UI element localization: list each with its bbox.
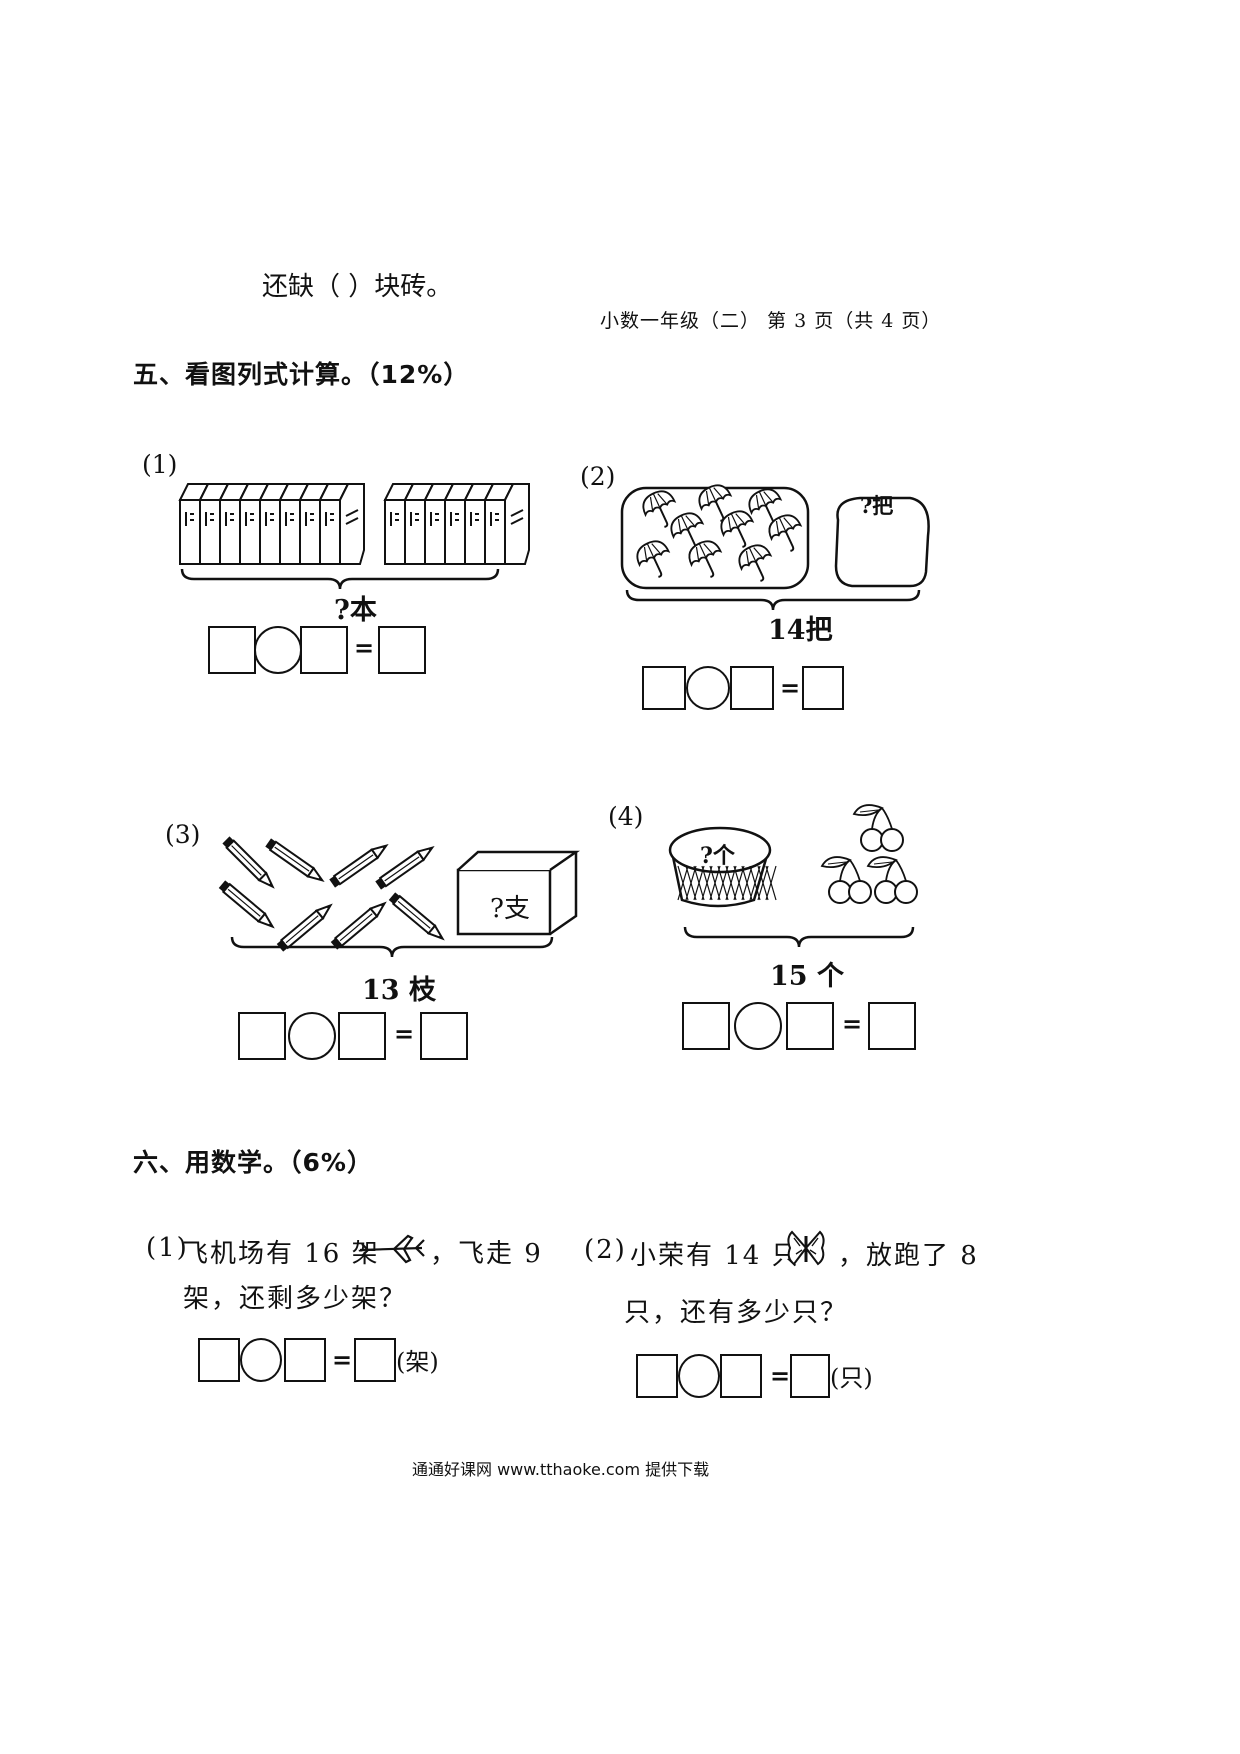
answer-box[interactable] [354,1338,396,1382]
answer-box[interactable] [720,1354,762,1398]
umbrella-icon [636,484,803,582]
pencils-illustration [218,836,581,952]
umbrella-icon [636,540,671,578]
answer-box[interactable] [238,1012,286,1060]
problem-2-caption: 14把 [768,615,833,646]
word-problem-1-equation: = (架) [198,1338,458,1390]
section-6-title: 六、用数学。（6%） [133,1148,373,1177]
umbrellas-brace [625,589,921,611]
umbrella-icon [688,540,723,578]
pencil-icon [329,843,389,888]
pencil-icon [222,836,275,889]
problem-3-equation: = [238,1012,473,1064]
cherry-icon [852,804,904,852]
books-brace [180,568,500,590]
answer-box[interactable] [682,1002,730,1050]
word-problem-2-text-a: 小荣有 14 只 [630,1241,800,1271]
problem-2-box-label: ?把 [860,493,894,518]
cherries-brace [683,926,915,948]
umbrella-icon [642,490,677,528]
word-problem-2-unit: (只) [830,1364,873,1392]
answer-box[interactable] [208,626,256,674]
answer-box[interactable] [300,626,348,674]
pencil-icon [265,838,325,883]
cherry-icon [820,804,918,904]
problem-4-equation: = [682,1002,922,1054]
umbrella-icon [738,544,773,582]
pencil-icon [388,892,445,941]
equals-sign: = [332,1346,353,1374]
word-problem-1-text-a: 飞机场有 16 架 [182,1239,380,1269]
equals-sign: = [354,634,375,662]
problem-1-equation: = [208,626,426,678]
operator-circle[interactable] [734,1002,782,1050]
books-illustration [178,483,530,565]
book-icon [178,483,530,565]
word-problem-2-text-b: ，放跑了 8 [838,1241,979,1271]
answer-box[interactable] [730,666,774,710]
problem-2-equation: = [642,666,844,718]
pencil-icon [375,845,435,890]
carryover-line: 还缺（ ）块砖。 [262,272,453,302]
umbrella-icon [670,512,705,550]
answer-box[interactable] [790,1354,830,1398]
cherries-illustration [668,804,918,908]
section-5-title: 五、看图列式计算。（12%） [133,360,470,389]
operator-circle[interactable] [686,666,730,710]
umbrellas-illustration [620,484,930,590]
umbrella-icon [698,484,733,522]
answer-box[interactable] [802,666,844,710]
answer-box[interactable] [198,1338,240,1382]
operator-circle[interactable] [254,626,302,674]
equals-sign: = [780,674,801,702]
word-problem-1-text-b: ，飞走 9 [430,1239,543,1269]
cherry-icon [820,856,872,904]
answer-box[interactable] [786,1002,834,1050]
problem-1-label: (1) [142,450,178,479]
umbrella-icon [768,514,803,552]
problem-2-label: (2) [580,462,616,491]
umbrella-icon [748,488,783,526]
equals-sign: = [394,1020,415,1048]
bowl [668,826,777,908]
operator-circle[interactable] [678,1354,720,1398]
page-number-line: 小数一年级（二） 第 3 页（共 4 页） [600,310,942,332]
answer-box[interactable] [868,1002,916,1050]
download-credit: 通通好课网 www.tthaoke.com 提供下载 [412,1460,710,1479]
problem-3-caption: 13 枝 [362,975,436,1006]
cherry-icon [866,856,918,904]
word-problem-1-text-c: 架，还剩多少架？ [183,1284,408,1314]
problem-1-caption: ?本 [334,595,377,626]
airplane-icon [359,1234,425,1264]
answer-box[interactable] [636,1354,678,1398]
answer-box[interactable] [642,666,686,710]
operator-circle[interactable] [288,1012,336,1060]
answer-box[interactable] [378,626,426,674]
problem-4-bowl-label: ?个 [700,843,735,869]
answer-box[interactable] [420,1012,468,1060]
answer-box[interactable] [284,1338,326,1382]
pencil-icon [330,901,387,950]
problem-3-box-label: ?支 [490,894,530,924]
problem-4-caption: 15 个 [770,961,844,992]
word-problem-2-label: (2) [584,1235,627,1265]
problem-4-label: (4) [608,802,644,831]
pencil-box [456,850,581,936]
answer-box[interactable] [338,1012,386,1060]
equals-sign: = [770,1362,791,1390]
pencil-icon [218,836,445,952]
word-problem-1-unit: (架) [396,1348,439,1376]
pencil-icon [218,880,275,929]
pencils-brace [230,936,554,958]
word-problem-2-equation: = (只) [636,1354,896,1406]
word-problem-1-label: (1) [146,1233,189,1263]
word-problem-2-text-c: 只，还有多少只？ [624,1298,849,1328]
umbrella-icon [720,510,755,548]
butterfly-icon [787,1230,825,1266]
operator-circle[interactable] [240,1338,282,1382]
equals-sign: = [842,1010,863,1038]
problem-3-label: (3) [165,820,201,849]
